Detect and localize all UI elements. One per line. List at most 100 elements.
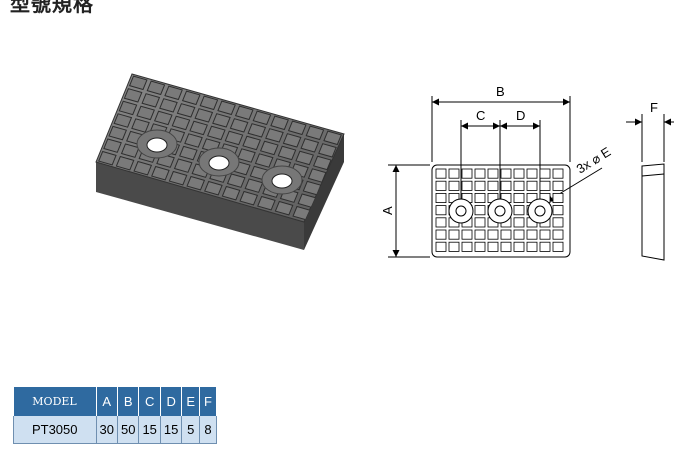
grid-cell-3d	[199, 95, 219, 111]
grid-cell-3d	[212, 113, 231, 128]
dim-label-b: B	[496, 84, 505, 99]
grid-cell-3d	[151, 165, 170, 181]
plate-side-outline	[641, 163, 665, 261]
cell-model: PT3050	[13, 416, 97, 444]
grid-cell-3d	[108, 125, 128, 141]
grid-cell-3d	[128, 75, 148, 91]
grid-cell-3d	[204, 180, 223, 196]
grid-cell-3d	[173, 158, 193, 173]
grid-cell-front	[435, 229, 447, 240]
grid-cell-front	[552, 168, 564, 179]
grid-cell-3d	[221, 185, 241, 201]
grid-cell-front	[435, 205, 447, 216]
grid-cell-front	[435, 168, 447, 179]
grid-cell-3d	[295, 150, 314, 166]
cell-f: 8	[199, 416, 217, 444]
grid-cell-front	[448, 229, 460, 240]
grid-cell-3d	[305, 125, 325, 141]
grid-cell-3d	[103, 138, 122, 153]
grid-cell-front	[513, 241, 525, 252]
grid-cell-front	[539, 241, 551, 252]
grid-cell-3d	[153, 110, 173, 126]
hole-front-1	[448, 198, 474, 224]
grid-cell-front	[513, 180, 525, 191]
hole-front-3	[527, 198, 553, 224]
grid-cell-front	[474, 180, 486, 191]
dim-label-d: D	[516, 108, 525, 123]
grid-cell-front	[435, 180, 447, 191]
grid-cell-3d	[247, 123, 267, 138]
product-3d-render	[95, 73, 345, 250]
grid-cell-3d	[176, 103, 196, 118]
grid-cell-3d	[239, 190, 259, 206]
grid-cell-front	[552, 205, 564, 216]
grid-cell-front	[552, 217, 564, 228]
grid-cell-front	[552, 229, 564, 240]
hole-3d-1	[136, 129, 178, 159]
grid-cell-3d	[184, 133, 203, 148]
grid-cell-3d	[118, 100, 138, 116]
grid-cell-front	[474, 229, 486, 240]
grid-cell-3d	[259, 140, 279, 156]
grid-cell-front	[487, 229, 499, 240]
grid-cell-front	[539, 180, 551, 191]
grid-cell-front	[461, 229, 473, 240]
cell-b: 50	[117, 416, 140, 444]
grid-cell-3d	[217, 100, 236, 116]
grid-cell-3d	[242, 135, 261, 151]
grid-cell-front	[539, 168, 551, 179]
grid-cell-3d	[318, 143, 337, 158]
technical-drawing: B C D A 3x ⌀ E F	[380, 84, 674, 261]
grid-cell-3d	[115, 155, 135, 171]
grid-cell-3d	[168, 170, 188, 186]
grid-cell-front	[500, 229, 512, 240]
table-row: PT3050 30 50 15 15 5 8	[13, 416, 217, 444]
grid-cell-3d	[257, 195, 276, 211]
grid-cell-3d	[237, 148, 256, 163]
grid-cell-3d	[224, 130, 244, 146]
grid-cell-3d	[171, 115, 191, 131]
grid-cell-3d	[136, 105, 155, 121]
grid-cell-front	[435, 217, 447, 228]
hole-front-2	[487, 198, 513, 224]
grid-cell-3d	[307, 168, 327, 183]
dim-label-e: 3x ⌀ E	[574, 144, 614, 177]
col-a: A	[96, 387, 118, 416]
dim-label-f: F	[650, 100, 658, 115]
grid-cell-front	[487, 168, 499, 179]
cell-a: 30	[96, 416, 118, 444]
grid-cell-3d	[181, 90, 201, 106]
grid-cell-front	[513, 193, 525, 204]
col-e: E	[181, 387, 201, 416]
grid-cell-front	[461, 241, 473, 252]
grid-cell-front	[461, 168, 473, 179]
grid-cell-front	[526, 168, 538, 179]
grid-cell-front	[435, 241, 447, 252]
plate-front-outline	[431, 164, 571, 258]
grid-cell-front	[461, 180, 473, 191]
grid-cell-3d	[141, 93, 161, 108]
grid-cell-front	[526, 229, 538, 240]
grid-cell-front	[448, 241, 460, 252]
cell-e: 5	[181, 416, 201, 444]
grid-cell-3d	[265, 128, 284, 143]
grid-cell-front	[448, 180, 460, 191]
grid-cell-front	[474, 217, 486, 228]
grid-cell-front	[474, 241, 486, 252]
grid-cell-3d	[234, 105, 254, 121]
dim-label-a: A	[380, 206, 395, 215]
grid-cell-front	[487, 180, 499, 191]
dim-label-c: C	[476, 108, 485, 123]
grid-cell-front	[539, 229, 551, 240]
section-title-fragment: 型號規格	[10, 0, 94, 16]
grid-cell-3d	[270, 115, 289, 131]
grid-cell-3d	[206, 125, 226, 141]
col-f: F	[199, 387, 217, 416]
grid-cell-3d	[123, 88, 143, 103]
grid-cell-front	[500, 180, 512, 191]
grid-cell-3d	[226, 173, 246, 188]
grid-cell-front	[435, 193, 447, 204]
grid-cell-front	[526, 180, 538, 191]
col-c: C	[138, 387, 161, 416]
grid-cell-front	[552, 180, 564, 191]
